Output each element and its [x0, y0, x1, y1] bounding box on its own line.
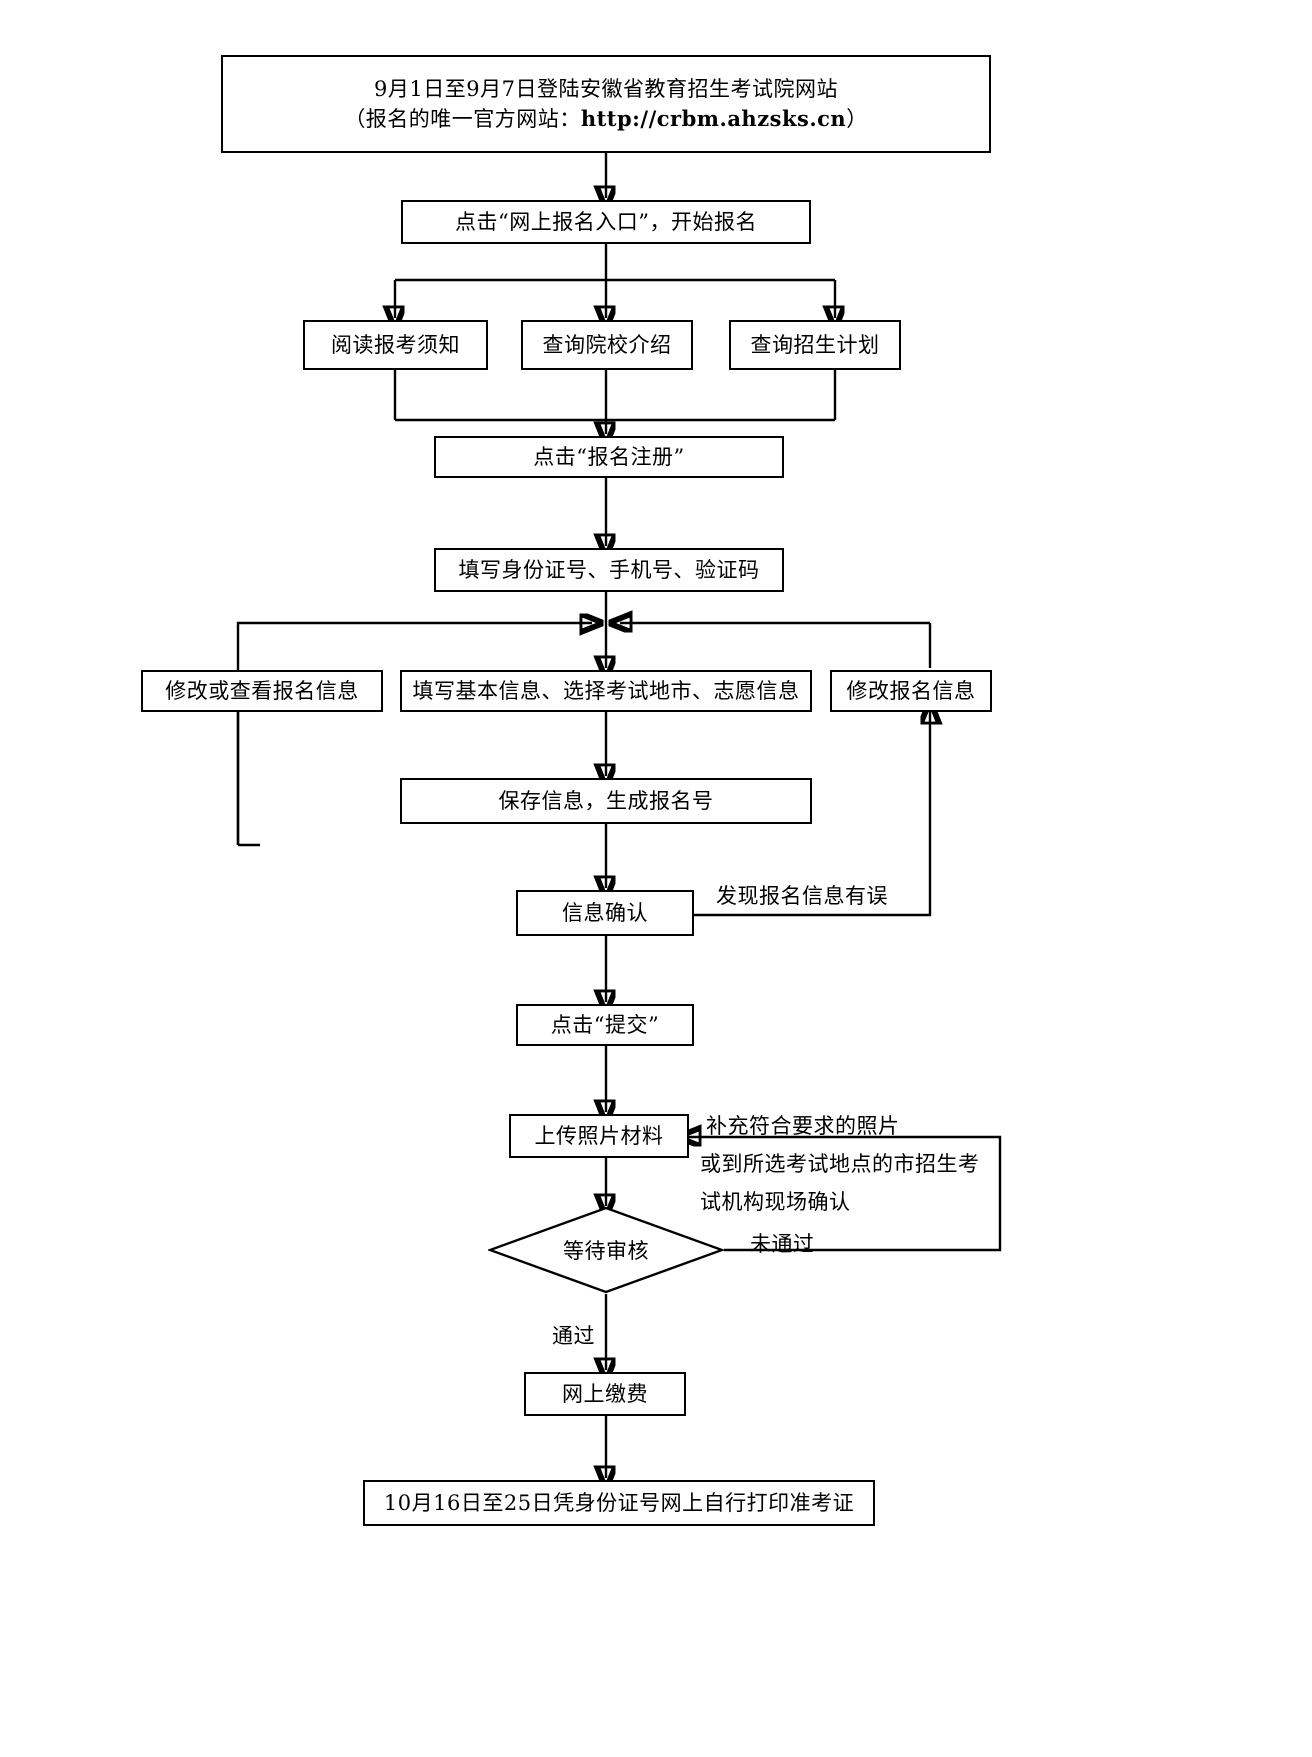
node-upload-photo: 上传照片材料 [509, 1114, 689, 1158]
node-fill-basic: 填写基本信息、选择考试地市、志愿信息 [400, 670, 812, 712]
node-read-notice-label: 阅读报考须知 [331, 332, 460, 357]
edge-label-not-passed: 未通过 [750, 1228, 815, 1262]
node-read-notice: 阅读报考须知 [303, 320, 488, 370]
node-online-pay: 网上缴费 [524, 1372, 686, 1416]
node-save-info: 保存信息，生成报名号 [400, 778, 812, 824]
node-print-ticket: 10月16日至25日凭身份证号网上自行打印准考证 [363, 1480, 875, 1526]
node-confirm-info-label: 信息确认 [562, 900, 648, 925]
node-query-plan: 查询招生计划 [729, 320, 901, 370]
node-start: 9月1日至9月7日登陆安徽省教育招生考试院网站 （报名的唯一官方网站：http:… [221, 55, 991, 153]
edge-label-resubmit-line1-text: 补充符合要求的照片 [706, 1114, 900, 1138]
node-query-college-label: 查询院校介绍 [542, 332, 672, 357]
edge-label-resubmit-line1: 补充符合要求的照片 [706, 1110, 900, 1144]
node-fill-id-label: 填写身份证号、手机号、验证码 [458, 557, 760, 582]
node-start-line2: （报名的唯一官方网站：http://crbm.ahzsks.cn） [231, 104, 981, 134]
node-confirm-info: 信息确认 [516, 890, 694, 936]
diamond-shape [488, 1206, 724, 1294]
edge-label-resubmit-line2: 或到所选考试地点的市招生考 [700, 1148, 980, 1182]
node-click-submit-label: 点击“提交” [550, 1012, 660, 1037]
registration-url: http://crbm.ahzsks.cn [580, 106, 847, 131]
node-click-register-label: 点击“报名注册” [533, 444, 685, 469]
node-click-submit: 点击“提交” [516, 1004, 694, 1046]
edge-label-resubmit-line3-text: 试机构现场确认 [700, 1190, 851, 1214]
node-query-plan-label: 查询招生计划 [750, 332, 880, 357]
node-fill-basic-label: 填写基本信息、选择考试地市、志愿信息 [412, 678, 800, 703]
node-modify-info: 修改报名信息 [830, 670, 992, 712]
node-modify-or-view-label: 修改或查看报名信息 [165, 678, 359, 703]
node-wait-review: 等待审核 [488, 1206, 724, 1294]
node-start-suffix: ） [846, 107, 868, 131]
node-print-ticket-label: 10月16日至25日凭身份证号网上自行打印准考证 [383, 1490, 855, 1515]
node-modify-or-view: 修改或查看报名信息 [141, 670, 383, 712]
node-enter-registration-label: 点击“网上报名入口”，开始报名 [455, 209, 757, 234]
node-enter-registration: 点击“网上报名入口”，开始报名 [401, 200, 811, 244]
node-save-info-label: 保存信息，生成报名号 [498, 788, 714, 813]
edge-label-not-passed-text: 未通过 [750, 1232, 815, 1256]
edge-label-info-error-text: 发现报名信息有误 [716, 884, 888, 908]
node-upload-photo-label: 上传照片材料 [534, 1123, 664, 1148]
node-modify-info-label: 修改报名信息 [846, 678, 976, 703]
edge-label-resubmit-line3: 试机构现场确认 [700, 1186, 851, 1220]
node-start-prefix: （报名的唯一官方网站： [344, 107, 581, 131]
node-query-college: 查询院校介绍 [521, 320, 693, 370]
edge-label-info-error: 发现报名信息有误 [716, 880, 888, 914]
edge-label-passed: 通过 [552, 1320, 595, 1354]
node-online-pay-label: 网上缴费 [562, 1381, 648, 1406]
node-fill-id: 填写身份证号、手机号、验证码 [434, 548, 784, 592]
node-wait-review-label: 等待审核 [563, 1239, 649, 1263]
node-click-register: 点击“报名注册” [434, 436, 784, 478]
node-start-line1: 9月1日至9月7日登陆安徽省教育招生考试院网站 [374, 76, 838, 101]
edge-label-resubmit-line2-text: 或到所选考试地点的市招生考 [700, 1152, 980, 1176]
edge-label-passed-text: 通过 [552, 1324, 595, 1348]
